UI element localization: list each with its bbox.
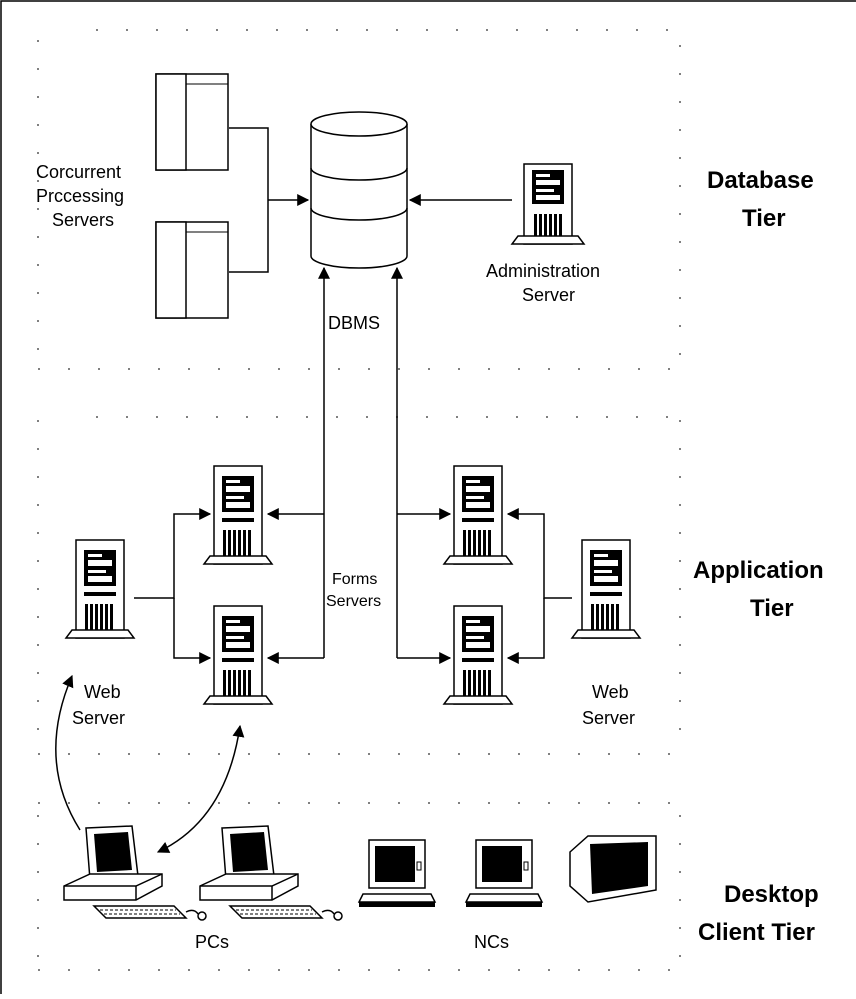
forms-server-right-bottom-icon: [443, 605, 513, 705]
monitor-nc-icon: [569, 835, 657, 903]
concurrent-processing-server-bottom: [155, 221, 229, 319]
forms-server-right-top-icon: [443, 465, 513, 565]
svg-text:Server: Server: [72, 708, 125, 728]
laptop-nc-icon-2: [465, 839, 543, 908]
svg-text:Prccessing: Prccessing: [36, 186, 124, 206]
web-server-right-icon: [571, 539, 641, 639]
pcs-label: PCs: [195, 932, 229, 952]
application-tier-label: Application Tier: [693, 557, 824, 622]
svg-text:Servers: Servers: [52, 210, 114, 230]
web-server-right-label: Web Server: [582, 682, 635, 728]
svg-text:Web: Web: [592, 682, 629, 702]
pc-workstation-icon-2: [199, 825, 343, 921]
svg-text:Web: Web: [84, 682, 121, 702]
desktop-client-tier-label: Desktop Client Tier: [698, 881, 819, 946]
svg-text:Administration: Administration: [486, 261, 600, 281]
svg-text:Server: Server: [582, 708, 635, 728]
administration-server-icon: [510, 163, 586, 245]
pc-workstation-icon-1: [63, 825, 207, 921]
forms-server-left-bottom-icon: [203, 605, 273, 705]
svg-text:Forms: Forms: [332, 571, 377, 588]
svg-text:Desktop: Desktop: [724, 881, 819, 908]
svg-text:Client Tier: Client Tier: [698, 919, 815, 946]
web-server-left-label: Web Server: [72, 682, 125, 728]
svg-text:Tier: Tier: [750, 595, 794, 622]
svg-text:Tier: Tier: [742, 205, 786, 232]
laptop-nc-icon-1: [358, 839, 436, 908]
concurrent-processing-server-top: [155, 73, 229, 171]
web-server-left-icon: [65, 539, 135, 639]
administration-server-label: Administration Server: [486, 261, 600, 305]
forms-server-left-top-icon: [203, 465, 273, 565]
svg-text:Server: Server: [522, 285, 575, 305]
svg-text:Servers: Servers: [326, 593, 381, 610]
svg-text:Corcurrent: Corcurrent: [36, 162, 121, 182]
database-cylinder-icon: [310, 111, 408, 269]
forms-servers-label: Forms Servers: [326, 571, 381, 610]
ncs-label: NCs: [474, 932, 509, 952]
dbms-label: DBMS: [328, 313, 380, 333]
concurrent-processing-label: Corcurrent Prccessing Servers: [36, 162, 124, 230]
database-tier-label: Database Tier: [707, 167, 814, 232]
svg-text:Application: Application: [693, 557, 824, 584]
svg-text:Database: Database: [707, 167, 814, 194]
